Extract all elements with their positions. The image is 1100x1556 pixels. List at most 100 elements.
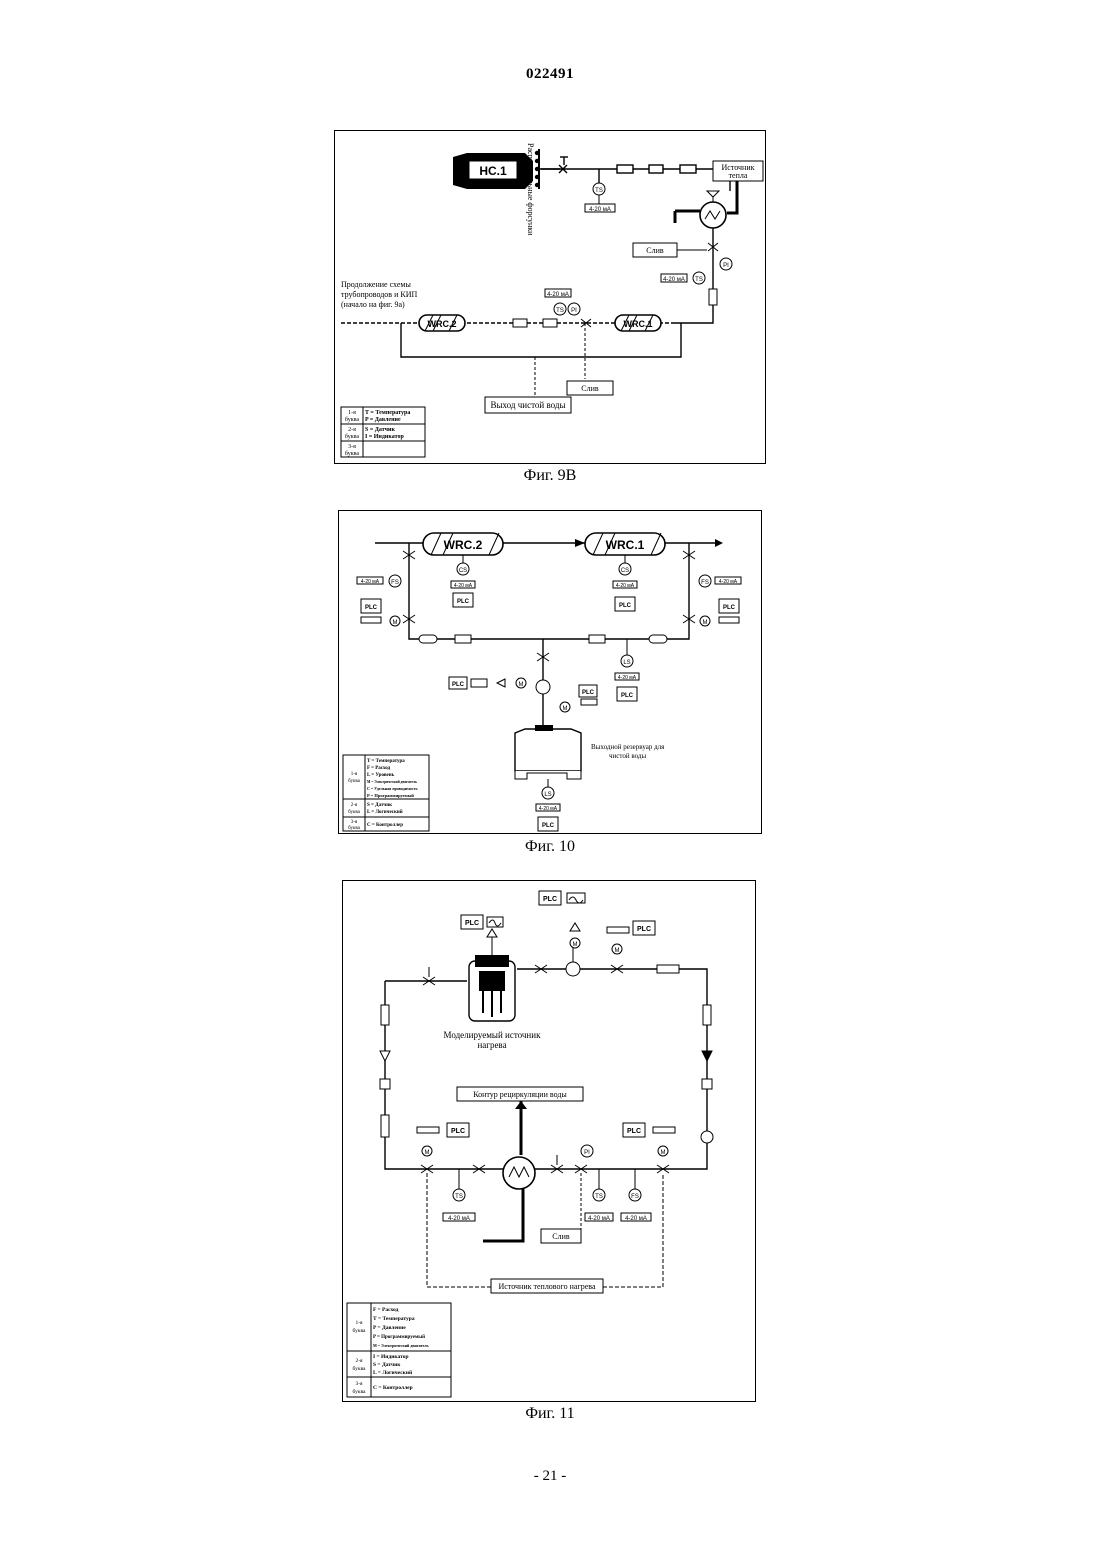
wrc1-label: WRC.1: [624, 319, 653, 329]
m-label-pump: M: [519, 682, 524, 688]
legend-9b-letter-3b: буква: [345, 450, 359, 457]
legend-9b: 1-я буква T = Температура P = Давление 2…: [341, 407, 425, 457]
pi-label-mid: PI: [571, 308, 577, 314]
legend-11-letter-3b: буква: [353, 1388, 367, 1395]
m-label-right11: M: [661, 1150, 666, 1156]
fs-label-11: FS: [631, 1194, 639, 1200]
document-number: 022491: [0, 66, 1100, 83]
legend-9b-letter-1a: 1-я: [348, 410, 356, 416]
plc-label-left: PLC: [365, 605, 378, 611]
drain-label: Слив: [646, 246, 664, 255]
legend-9b-letter-1b: буква: [345, 416, 359, 423]
cs-label-1: CS: [459, 568, 467, 574]
simulated-source-label-1: Моделируемый источник: [444, 1030, 542, 1040]
m-label-left11: M: [425, 1150, 430, 1156]
ma-label-ls-top: 4-20 мА: [618, 675, 637, 681]
legend-11-letter-1b: буква: [353, 1327, 367, 1334]
legend-10-item-1a: T = Температура: [367, 759, 405, 764]
legend-11-item-1d: P = Программируемый: [373, 1335, 425, 1340]
m-label-valve: M: [563, 706, 568, 712]
legend-10-letter-3a: 3-я: [351, 820, 358, 825]
legend-11-item-2a: I = Индикатор: [373, 1354, 409, 1360]
ts-label-top: TS: [595, 188, 603, 194]
clean-water-out-label: Выход чистой воды: [490, 400, 565, 410]
legend-10-item-1b: F = Расход: [367, 766, 391, 771]
clean-water-tank: [515, 725, 581, 779]
legend-10-item-3a: C = Контроллер: [367, 823, 403, 828]
plc-label-ls-top: PLC: [621, 693, 634, 699]
hc1-label: HC.1: [479, 164, 507, 178]
simulated-heat-source-icon: [469, 955, 515, 1021]
legend-10-letter-3b: буква: [348, 826, 361, 831]
fs-label-right: FS: [701, 580, 709, 586]
wrc1-vessel: WRC.1: [615, 315, 661, 331]
ma-label-ts-right11: 4-20 мА: [588, 1216, 610, 1222]
page-number: - 21 -: [0, 1468, 1100, 1485]
continuation-label-1: Продолжение схемы: [341, 280, 411, 289]
figure-9b: HC.1 Распылительные форсунки TS 4-20 мА …: [334, 130, 766, 464]
legend-11-item-1e: M = Электрический двигатель: [373, 1343, 430, 1348]
ma-label-ts-left11: 4-20 мА: [448, 1216, 470, 1222]
plc-label-cs1: PLC: [457, 599, 470, 605]
plc-label-cs2: PLC: [619, 603, 632, 609]
plc-label-tr: PLC: [543, 896, 557, 903]
tank-label-2: чистой воды: [609, 752, 646, 760]
legend-11-letter-2b: буква: [353, 1365, 367, 1372]
legend-11-letter-3a: 3-я: [355, 1381, 363, 1387]
hc1-unit: HC.1: [453, 153, 533, 189]
wrc2-label: WRC.2: [428, 319, 457, 329]
wrc2-label-fig10: WRC.2: [444, 538, 483, 552]
figure-10: WRC.2 WRC.1 CS 4-20 мА PLC CS 4-20 мА PL…: [338, 510, 762, 834]
wrc1-vessel-fig10: WRC.1: [585, 533, 665, 555]
figure-10-diagram: WRC.2 WRC.1 CS 4-20 мА PLC CS 4-20 мА PL…: [339, 511, 763, 835]
tank-label-1: Выходной резервуар для: [591, 743, 665, 751]
legend-10-item-1c: L = Уровень: [367, 773, 395, 778]
cs-label-2: CS: [621, 568, 629, 574]
legend-9b-letter-3a: 3-я: [348, 444, 356, 450]
legend-11-item-1c: P = Давление: [373, 1325, 406, 1331]
figure-11-diagram: Моделируемый источник нагрева PLC M PLC …: [343, 881, 757, 1403]
plc-label-ls-bottom: PLC: [542, 823, 555, 829]
figure-9b-diagram: HC.1 Распылительные форсунки TS 4-20 мА …: [335, 131, 767, 465]
fs-label-left: FS: [391, 580, 399, 586]
legend-11-letter-2a: 2-я: [355, 1358, 363, 1364]
caption-fig-10: Фиг. 10: [0, 838, 1100, 856]
continuation-label-2: трубопроводов и КИП: [341, 290, 417, 299]
heat-exchanger-icon: [675, 181, 737, 228]
ma-label-cs2: 4-20 мА: [616, 583, 635, 589]
legend-10-letter-2a: 2-я: [351, 803, 358, 808]
ma-label-fs11: 4-20 мА: [625, 1216, 647, 1222]
ts-label-left11: TS: [455, 1194, 463, 1200]
plc-label-right: PLC: [723, 605, 736, 611]
ts-label-right: TS: [695, 277, 703, 283]
legend-9b-item-1b: P = Давление: [365, 417, 401, 423]
ma-label-right: 4-20 мА: [663, 277, 685, 283]
ma-label-cs1: 4-20 мА: [454, 583, 473, 589]
legend-10-letter-1a: 1-я: [351, 772, 358, 777]
legend-11-letter-1a: 1-я: [355, 1320, 363, 1326]
legend-11-item-1b: T = Температура: [373, 1316, 415, 1322]
ls-label-top: LS: [623, 660, 630, 666]
simulated-source-label-2: нагрева: [477, 1040, 506, 1050]
legend-9b-letter-2a: 2-я: [348, 427, 356, 433]
legend-9b-letter-2b: буква: [345, 433, 359, 440]
pi-label-right: PI: [723, 263, 729, 269]
figure-11: Моделируемый источник нагрева PLC M PLC …: [342, 880, 756, 1402]
ma-label-fs-right: 4-20 мА: [719, 579, 738, 585]
legend-11-item-2b: S = Датчик: [373, 1362, 401, 1368]
ma-label-top: 4-20 мА: [589, 207, 611, 213]
plc-label-valve: PLC: [582, 690, 595, 696]
m-label-left: M: [393, 620, 398, 626]
drain2-label: Слив: [581, 384, 599, 393]
legend-11-item-2c: L = Логический: [373, 1369, 413, 1376]
pi-label-11: PI: [584, 1150, 590, 1156]
wrc2-vessel-fig10: WRC.2: [423, 533, 503, 555]
wrc1-label-fig10: WRC.1: [606, 538, 645, 552]
ma-label-mid: 4-20 мА: [547, 292, 569, 298]
plc-label-left11: PLC: [451, 1128, 465, 1135]
legend-10-letter-1b: буква: [348, 779, 361, 784]
legend-10-item-2b: L = Логический: [367, 810, 403, 815]
legend-11-item-1a: F = Расход: [373, 1307, 399, 1313]
legend-10: 1-я буква T = Температура F = Расход L =…: [343, 755, 429, 831]
ma-label-fs-left: 4-20 мА: [361, 579, 380, 585]
